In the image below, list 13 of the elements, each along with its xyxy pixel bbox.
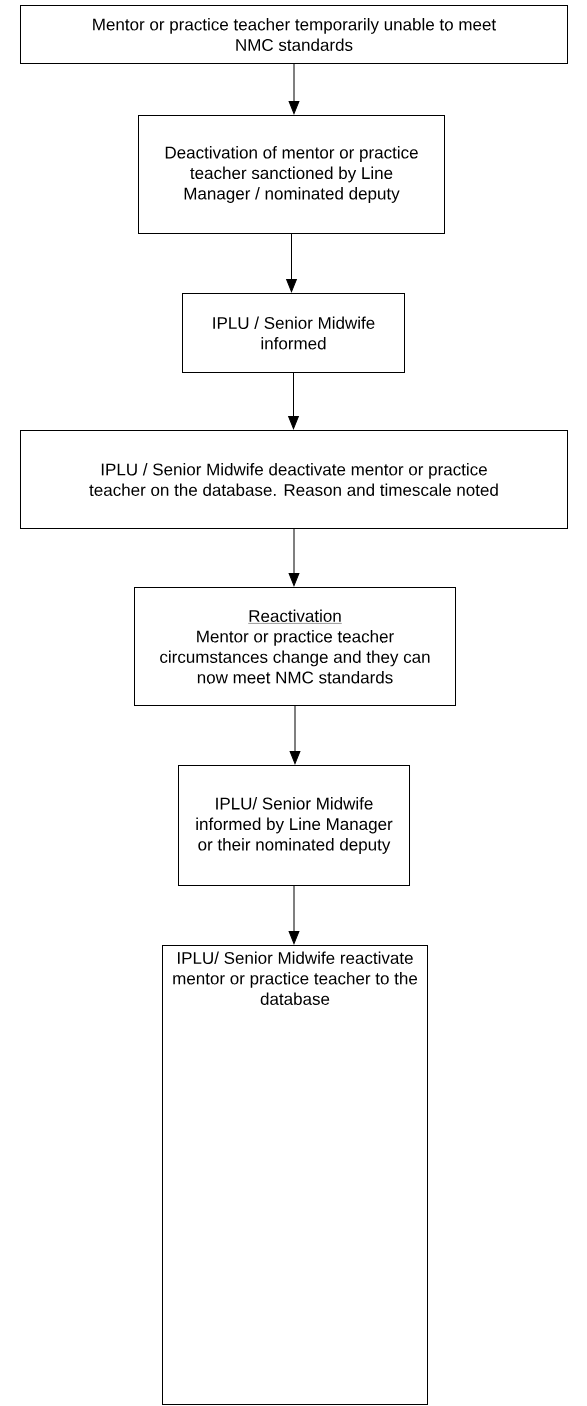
process-box: IPLU/ Senior Midwife informed by Line Manager or their nominated deputy (178, 765, 410, 886)
arrow (288, 528, 300, 587)
process-box: Deactivation of mentor or practice teacher sanctioned by Line Manager / nominated deputy (138, 115, 445, 234)
arrow (286, 233, 297, 293)
process-box: IPLU / Senior Midwife deactivate mentor or practice teacher on the database. Reason and timescale noted (20, 430, 568, 529)
process-box: IPLU / Senior Midwife informed (182, 293, 405, 373)
arrow (288, 63, 300, 115)
arrow (288, 885, 300, 945)
arrow (289, 705, 301, 765)
process-box: Reactivation Mentor or practice teacher circumstances change and they can now meet NMC standards (134, 587, 456, 706)
process-box: Mentor or practice teacher temporarily unable to meet NMC standards (20, 5, 568, 64)
arrow (288, 372, 299, 430)
process-box: IPLU/ Senior Midwife reactivate mentor or practice teacher to the database (162, 945, 428, 1405)
